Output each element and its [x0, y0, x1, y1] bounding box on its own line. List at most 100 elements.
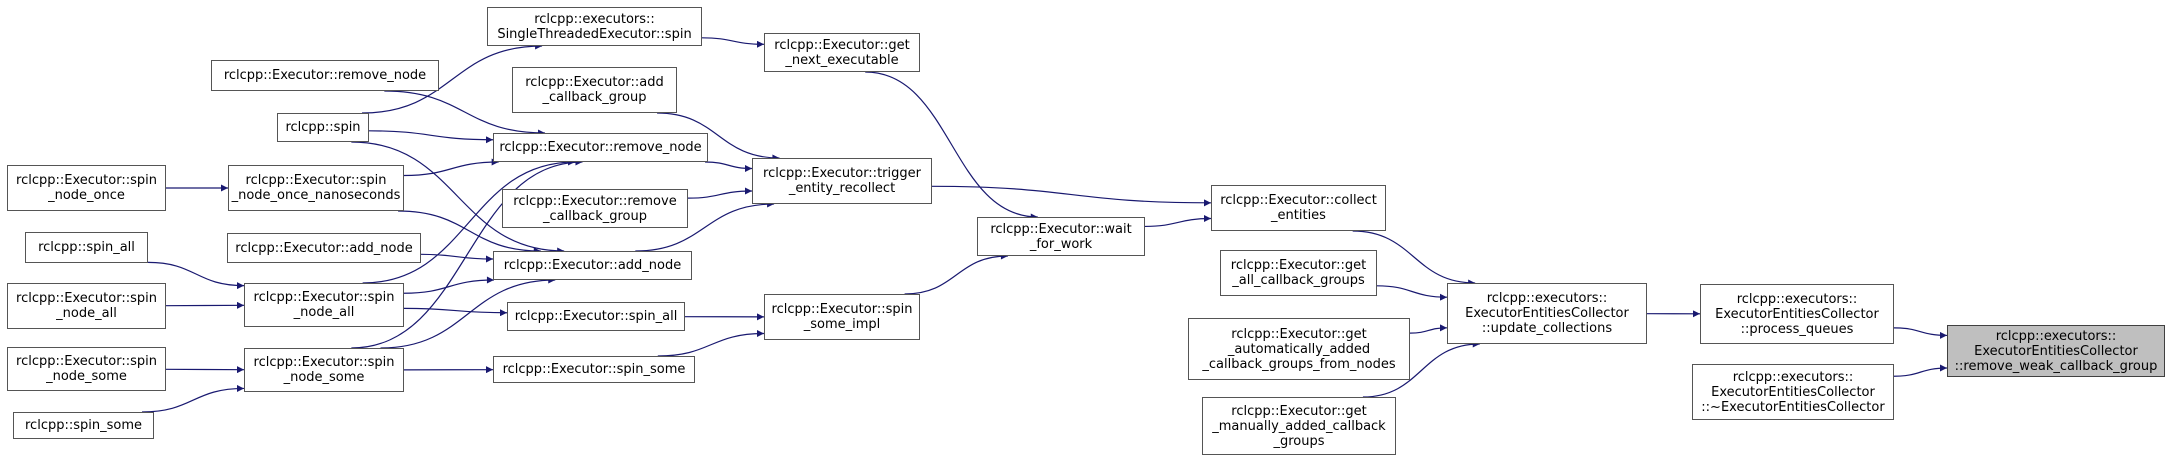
node-process-queues[interactable]: rclcpp::executors::ExecutorEntitiesColle…	[1700, 284, 1894, 344]
node-spin-node-all-outer[interactable]: rclcpp::Executor::spin_node_all	[7, 283, 166, 329]
node-label-line: rclcpp::Executor::remove	[513, 193, 677, 209]
node-spin-node-some-outer[interactable]: rclcpp::Executor::spin_node_some	[7, 347, 166, 391]
edge-spin-node-some-to-add-node	[380, 276, 556, 349]
node-label-line: rclcpp::spin_all	[38, 240, 135, 255]
node-label-line: _node_some	[46, 369, 127, 384]
node-label-line: SingleThreadedExecutor::spin	[497, 26, 692, 42]
edge-get-manual-added-to-update-collections	[1362, 340, 1480, 398]
edge-process-queues-to-remove-weak	[1893, 327, 1948, 339]
node-label-line: rclcpp::executors::	[1486, 291, 1608, 306]
node-label-line: rclcpp::Executor::spin_all	[514, 309, 678, 324]
node-label-line: _node_all	[56, 306, 117, 321]
node-label-line: rclcpp::Executor::spin	[253, 355, 395, 370]
edge-spin-all-free-to-spin-node-all	[147, 261, 245, 290]
node-label-line: rclcpp::Executor::spin	[16, 354, 157, 369]
node-label-line: ExecutorEntitiesCollector	[1715, 306, 1879, 322]
node-label-line: ::~ExecutorEntitiesCollector	[1701, 399, 1885, 415]
node-label-line: rclcpp::Executor::add_node	[235, 240, 413, 256]
edge-spin-some-to-spin-some-impl	[657, 330, 765, 357]
node-remove-weak: rclcpp::executors::ExecutorEntitiesColle…	[1947, 325, 2165, 377]
node-label-line: rclcpp::Executor::get	[1231, 403, 1367, 419]
node-collect-entities[interactable]: rclcpp::Executor::collect_entities	[1211, 185, 1386, 231]
node-label-line: rclcpp::Executor::get	[774, 37, 910, 53]
node-label-line: rclcpp::Executor::trigger	[763, 166, 921, 181]
node-label-line: _entity_recollect	[788, 181, 896, 196]
node-label-line: _some_impl	[803, 317, 881, 332]
node-label-line: rclcpp::executors::	[1732, 369, 1854, 385]
node-get-auto-added[interactable]: rclcpp::Executor::get_automatically_adde…	[1188, 318, 1410, 380]
edge-wait-for-work-to-collect-entities	[1144, 215, 1212, 228]
node-add-cb-group[interactable]: rclcpp::Executor::add_callback_group	[512, 67, 677, 113]
node-label-line: ExecutorEntitiesCollector	[1465, 306, 1629, 321]
node-label-line: rclcpp::spin_some	[25, 418, 142, 433]
edge-add-cb-group-to-trigger-recollect	[657, 112, 780, 162]
node-label-line: ::update_collections	[1481, 321, 1613, 336]
node-label-line: rclcpp::executors::	[1995, 328, 2117, 344]
node-spin-all[interactable]: rclcpp::Executor::spin_all	[507, 302, 685, 331]
node-spin-all-free[interactable]: rclcpp::spin_all	[25, 232, 148, 263]
node-get-all-cb-groups[interactable]: rclcpp::Executor::get_all_callback_group…	[1220, 250, 1377, 296]
node-single-spin[interactable]: rclcpp::executors::SingleThreadedExecuto…	[487, 7, 702, 46]
edge-spin-node-once-ns-to-remove-node	[403, 158, 499, 177]
edge-get-all-cb-groups-to-update-collections	[1376, 285, 1448, 301]
edge-spin-some-impl-to-wait-for-work	[904, 252, 1008, 295]
node-trigger-recollect[interactable]: rclcpp::Executor::trigger_entity_recolle…	[752, 158, 932, 204]
node-destructor[interactable]: rclcpp::executors::ExecutorEntitiesColle…	[1692, 364, 1894, 420]
node-label-line: ExecutorEntitiesCollector	[1974, 343, 2138, 359]
edge-collect-entities-to-update-collections	[1352, 230, 1476, 287]
node-add-node[interactable]: rclcpp::Executor::add_node	[493, 251, 692, 280]
node-label-line: _all_callback_groups	[1232, 273, 1365, 288]
node-get-manual-added[interactable]: rclcpp::Executor::get_manually_added_cal…	[1202, 397, 1396, 455]
node-remove-node[interactable]: rclcpp::Executor::remove_node	[493, 133, 708, 162]
node-label-line: rclcpp::Executor::collect	[1220, 193, 1377, 208]
edge-remove-cb-group-to-trigger-recollect	[687, 187, 753, 199]
node-label-line: rclcpp::Executor::spin	[16, 173, 157, 188]
node-label-line: _node_all	[293, 305, 355, 320]
node-label-line: rclcpp::Executor::get	[1231, 326, 1367, 342]
node-label-line: _automatically_added	[1227, 341, 1371, 357]
edge-remove-node-ext-to-remove-node	[384, 90, 546, 137]
node-label-line: rclcpp::Executor::spin_some	[502, 362, 686, 377]
node-label-line: _for_work	[1029, 236, 1093, 252]
node-label-line: rclcpp::Executor::spin	[771, 302, 913, 317]
node-spin-node-all[interactable]: rclcpp::Executor::spin_node_all	[244, 283, 404, 327]
node-label-line: _callback_groups_from_nodes	[1202, 356, 1396, 372]
edge-destructor-to-remove-weak	[1893, 364, 1948, 377]
edge-spin-to-remove-node	[368, 130, 494, 144]
node-spin-some[interactable]: rclcpp::Executor::spin_some	[493, 356, 695, 383]
node-label-line: _next_executable	[785, 52, 899, 68]
node-spin-node-some[interactable]: rclcpp::Executor::spin_node_some	[244, 348, 404, 392]
node-label-line: rclcpp::Executor::spin	[245, 173, 387, 188]
node-label-line: _callback_group	[543, 208, 647, 224]
edge-spin-node-all-to-spin-all	[403, 307, 508, 317]
node-add-node-ext[interactable]: rclcpp::Executor::add_node	[227, 233, 421, 263]
edge-spin-node-all-to-remove-node	[362, 158, 576, 284]
node-label-line: rclcpp::Executor::remove_node	[499, 140, 702, 155]
node-spin-node-once[interactable]: rclcpp::Executor::spin_node_once	[7, 165, 166, 211]
node-label-line: _groups	[1273, 433, 1325, 449]
node-update-collections[interactable]: rclcpp::executors::ExecutorEntitiesColle…	[1447, 283, 1647, 344]
node-label-line: _entities	[1271, 208, 1326, 223]
edge-spin-node-once-ns-to-add-node	[398, 210, 541, 255]
node-wait-for-work[interactable]: rclcpp::Executor::wait_for_work	[977, 217, 1145, 256]
node-label-line: ::remove_weak_callback_group	[1954, 358, 2158, 374]
node-label-line: _node_some	[283, 370, 365, 385]
node-label-line: rclcpp::Executor::add	[525, 75, 664, 90]
edge-single-spin-to-get-next-executable	[701, 37, 765, 48]
node-remove-cb-group[interactable]: rclcpp::Executor::remove_callback_group	[502, 189, 688, 228]
node-spin[interactable]: rclcpp::spin	[277, 113, 369, 142]
edge-spin-node-all-to-add-node	[403, 276, 494, 294]
node-spin-some-impl[interactable]: rclcpp::Executor::spin_some_impl	[764, 294, 920, 340]
node-spin-node-once-ns[interactable]: rclcpp::Executor::spin_node_once_nanosec…	[228, 165, 404, 211]
node-spin-some-free[interactable]: rclcpp::spin_some	[13, 412, 154, 439]
node-label-line: _node_once_nanoseconds	[231, 188, 401, 203]
edge-add-node-to-trigger-recollect	[635, 200, 775, 252]
node-remove-node-ext[interactable]: rclcpp::Executor::remove_node	[211, 60, 439, 91]
node-label-line: rclcpp::executors::	[534, 11, 655, 27]
edge-spin-to-single-spin	[361, 42, 543, 114]
node-label-line: _node_once	[48, 188, 125, 203]
node-label-line: rclcpp::Executor::add_node	[503, 258, 682, 273]
node-label-line: rclcpp::Executor::get	[1230, 258, 1367, 273]
node-get-next-executable[interactable]: rclcpp::Executor::get_next_executable	[764, 33, 920, 72]
